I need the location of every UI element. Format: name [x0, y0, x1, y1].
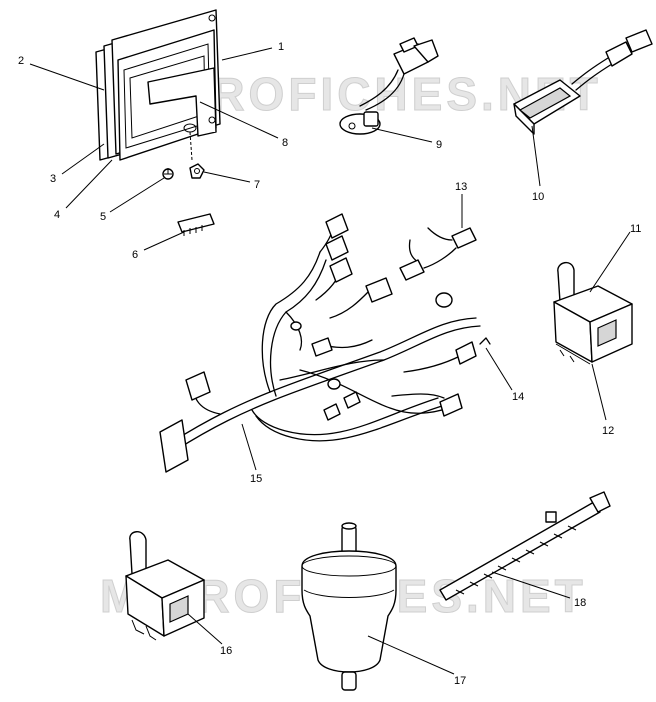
callout-1: 1	[278, 41, 284, 53]
chip-connector[interactable]	[177, 213, 215, 236]
callout-7: 7	[254, 179, 260, 191]
nut[interactable]	[189, 163, 205, 179]
callout-11: 11	[630, 223, 641, 235]
relay-lower[interactable]	[125, 531, 205, 641]
callout-18: 18	[574, 597, 586, 609]
callout-14: 14	[512, 391, 524, 403]
connector-pair[interactable]	[399, 227, 477, 281]
connector-sensor[interactable]	[513, 29, 653, 135]
callout-16: 16	[220, 645, 232, 657]
callout-12: 12	[602, 425, 614, 437]
cable-tie[interactable]	[439, 491, 611, 601]
callout-10: 10	[532, 191, 544, 203]
callout-5: 5	[100, 211, 106, 223]
screw[interactable]	[162, 168, 174, 180]
callouts: 1 2 3 4 5 6 7 8 9 10 11 12 13 14 15 16 1…	[18, 41, 641, 687]
callout-13: 13	[455, 181, 467, 193]
wiring-harness[interactable]	[159, 213, 481, 473]
callout-3: 3	[50, 173, 56, 185]
fuel-filter[interactable]	[301, 522, 397, 691]
sensor[interactable]	[339, 37, 439, 135]
leader-lines	[29, 47, 631, 675]
callout-4: 4	[54, 209, 60, 221]
callout-6: 6	[132, 249, 138, 261]
ecu-bracket	[147, 67, 217, 137]
relay-upper[interactable]	[553, 262, 633, 365]
callout-2: 2	[18, 55, 24, 67]
callout-15: 15	[250, 473, 262, 485]
callout-8: 8	[282, 137, 288, 149]
clip[interactable]	[479, 337, 491, 345]
callout-17: 17	[454, 675, 466, 687]
callout-9: 9	[436, 139, 442, 151]
ecu-module[interactable]	[95, 9, 221, 161]
